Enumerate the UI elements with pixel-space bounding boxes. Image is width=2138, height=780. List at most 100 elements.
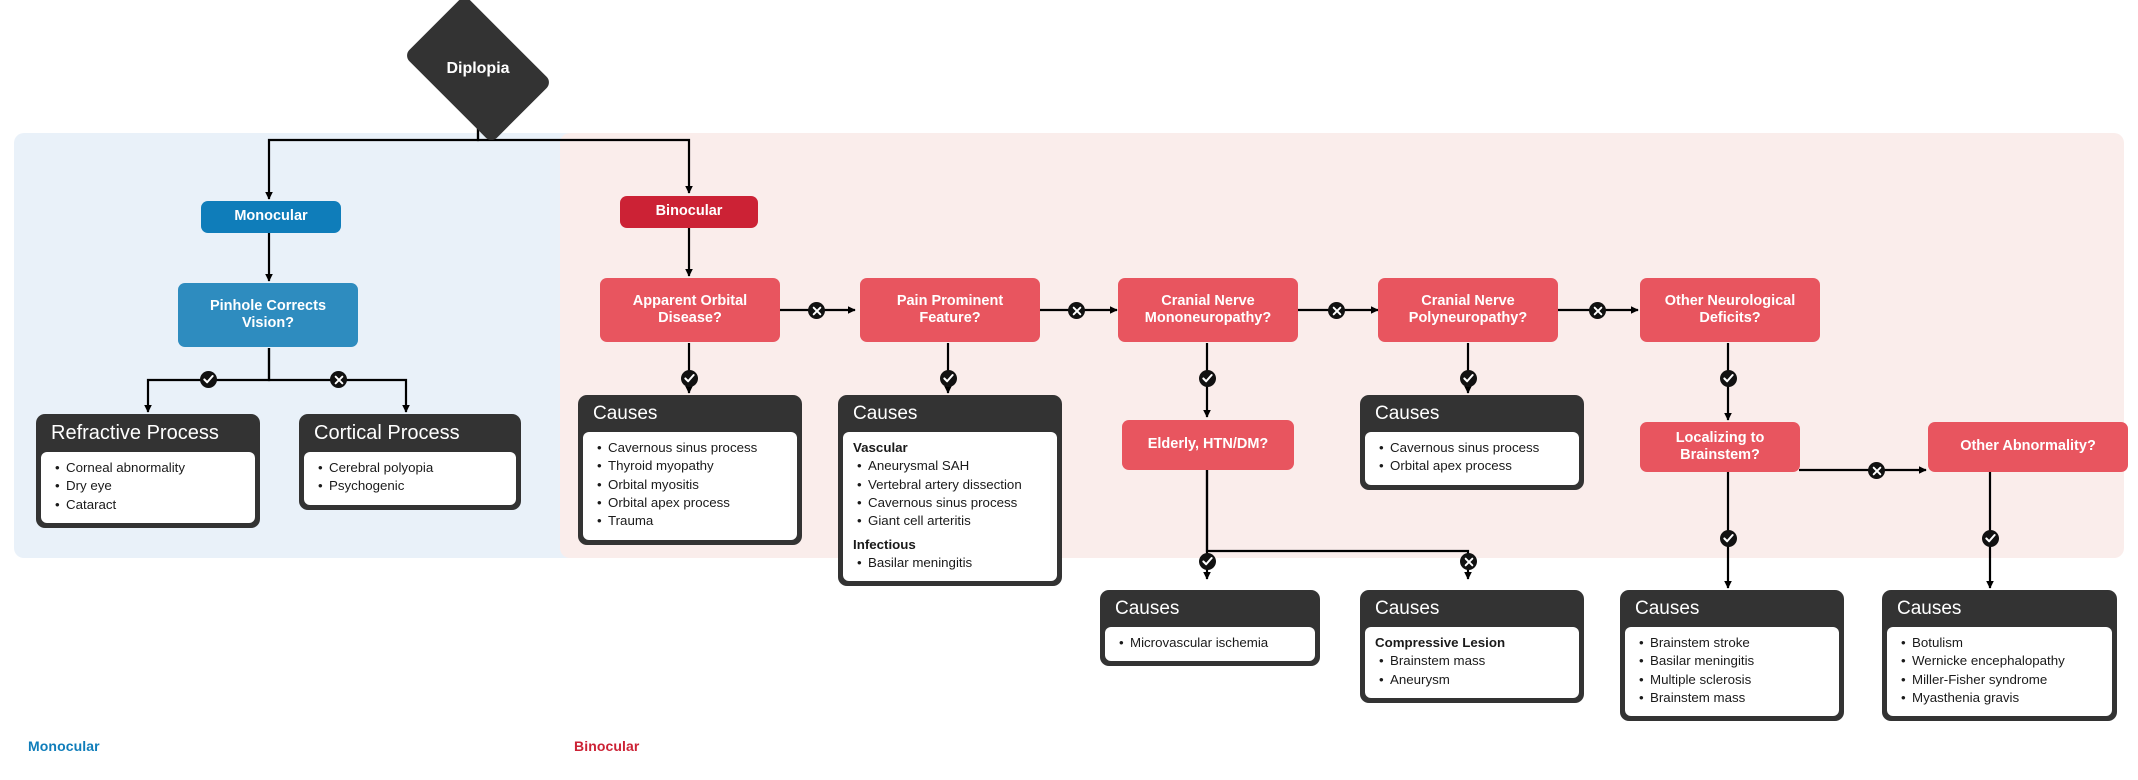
check-icon (1199, 553, 1216, 570)
node-other-abnormality[interactable]: Other Abnormality? (1928, 422, 2128, 472)
cross-icon (1068, 302, 1085, 319)
node-cranial-nerve-polyneuropathy-label: Cranial Nerve Polyneuropathy? (1408, 292, 1528, 326)
card-other-abnormality-causes-body: Botulism Wernicke encephalopathy Miller-… (1887, 626, 2112, 717)
cross-icon (1460, 553, 1477, 570)
check-icon (200, 371, 217, 388)
list-item: Botulism (1901, 634, 2102, 653)
list-item: Trauma (597, 512, 787, 531)
node-cranial-nerve-mononeuropathy-label: Cranial Nerve Mononeuropathy? (1144, 292, 1272, 326)
card-cortical-process-body: Cerebral polyopia Psychogenic (304, 452, 516, 505)
list-item: Aneurysmal SAH (857, 457, 1047, 476)
list: Microvascular ischemia (1115, 634, 1305, 653)
check-icon (1720, 370, 1737, 387)
card-brainstem-causes[interactable]: Causes Brainstem stroke Basilar meningit… (1620, 590, 1844, 722)
check-icon (1720, 530, 1737, 547)
list-item: Miller-Fisher syndrome (1901, 671, 2102, 690)
cross-icon (808, 302, 825, 319)
card-polyneuropathy-causes-body: Cavernous sinus process Orbital apex pro… (1365, 431, 1579, 485)
list: Brainstem stroke Basilar meningitis Mult… (1635, 634, 1829, 708)
node-diplopia-label: Diplopia (446, 60, 510, 77)
node-cranial-nerve-mononeuropathy[interactable]: Cranial Nerve Mononeuropathy? (1118, 278, 1298, 342)
card-other-abnormality-causes[interactable]: Causes Botulism Wernicke encephalopathy … (1882, 590, 2117, 722)
list: Cerebral polyopia Psychogenic (314, 459, 506, 496)
node-other-neurological-deficits-label: Other Neurological Deficits? (1664, 292, 1796, 326)
check-icon (940, 370, 957, 387)
node-apparent-orbital-disease[interactable]: Apparent Orbital Disease? (600, 278, 780, 342)
list-item: Multiple sclerosis (1639, 671, 1829, 690)
card-pain-causes[interactable]: Causes Vascular Aneurysmal SAH Vertebral… (838, 395, 1062, 587)
list-item: Wernicke encephalopathy (1901, 652, 2102, 671)
check-icon (1982, 530, 1999, 547)
card-brainstem-causes-title: Causes (1635, 598, 1700, 619)
card-refractive-process-body: Corneal abnormality Dry eye Cataract (41, 452, 255, 524)
card-orbital-causes-title: Causes (593, 403, 658, 424)
check-icon (1199, 370, 1216, 387)
group-heading: Infectious (853, 536, 916, 552)
list-item: Cerebral polyopia (318, 459, 506, 478)
cross-icon (1868, 462, 1885, 479)
card-pain-causes-title: Causes (853, 403, 918, 424)
card-other-abnormality-causes-title: Causes (1897, 598, 1962, 619)
card-microvascular-causes-title: Causes (1115, 598, 1180, 619)
list-item: Cavernous sinus process (597, 439, 787, 458)
card-microvascular-causes[interactable]: Causes Microvascular ischemia (1100, 590, 1320, 667)
card-cortical-process-title: Cortical Process (314, 422, 460, 444)
card-refractive-process[interactable]: Refractive Process Corneal abnormality D… (36, 414, 260, 529)
list-item: Aneurysm (1379, 671, 1569, 690)
cluster-monocular-label: Monocular (28, 738, 100, 754)
node-localizing-to-brainstem[interactable]: Localizing to Brainstem? (1640, 422, 1800, 472)
check-icon (681, 370, 698, 387)
cross-icon (330, 371, 347, 388)
list: Botulism Wernicke encephalopathy Miller-… (1897, 634, 2102, 708)
card-compressive-causes[interactable]: Causes Compressive Lesion Brainstem mass… (1360, 590, 1584, 703)
node-other-neurological-deficits[interactable]: Other Neurological Deficits? (1640, 278, 1820, 342)
list-item: Corneal abnormality (55, 459, 245, 478)
list: Basilar meningitis (853, 554, 1047, 573)
list-item: Cavernous sinus process (857, 494, 1047, 513)
list-item: Brainstem mass (1379, 652, 1569, 671)
list: Corneal abnormality Dry eye Cataract (51, 459, 245, 514)
list-item: Basilar meningitis (857, 554, 1047, 573)
card-microvascular-causes-body: Microvascular ischemia (1105, 626, 1315, 662)
list-item: Basilar meningitis (1639, 652, 1829, 671)
card-orbital-causes[interactable]: Causes Cavernous sinus process Thyroid m… (578, 395, 802, 545)
card-refractive-process-title: Refractive Process (51, 422, 219, 444)
cluster-binocular-label: Binocular (574, 738, 640, 754)
list-item: Dry eye (55, 477, 245, 496)
node-elderly-htn-dm-label: Elderly, HTN/DM? (1147, 436, 1269, 453)
card-pain-causes-body: Vascular Aneurysmal SAH Vertebral artery… (843, 431, 1057, 582)
cross-icon (1328, 302, 1345, 319)
node-cranial-nerve-polyneuropathy[interactable]: Cranial Nerve Polyneuropathy? (1378, 278, 1558, 342)
node-pain-prominent-feature-label: Pain Prominent Feature? (896, 292, 1004, 326)
list: Brainstem mass Aneurysm (1375, 652, 1569, 689)
list-item: Orbital myositis (597, 476, 787, 495)
node-diplopia[interactable]: Diplopia (403, 0, 553, 144)
card-polyneuropathy-causes-title: Causes (1375, 403, 1440, 424)
list-item: Orbital apex process (597, 494, 787, 513)
node-binocular-label: Binocular (655, 203, 723, 220)
list-item: Vertebral artery dissection (857, 476, 1047, 495)
list-item: Giant cell arteritis (857, 512, 1047, 531)
list: Aneurysmal SAH Vertebral artery dissecti… (853, 457, 1047, 531)
card-compressive-causes-title: Causes (1375, 598, 1440, 619)
card-polyneuropathy-causes[interactable]: Causes Cavernous sinus process Orbital a… (1360, 395, 1584, 490)
check-icon (1460, 370, 1477, 387)
node-elderly-htn-dm[interactable]: Elderly, HTN/DM? (1122, 420, 1294, 470)
group-heading: Vascular (853, 439, 908, 455)
node-pinhole-corrects-vision-label: Pinhole Corrects Vision? (209, 297, 327, 331)
list-item: Psychogenic (318, 477, 506, 496)
node-pinhole-corrects-vision[interactable]: Pinhole Corrects Vision? (178, 283, 358, 347)
list-item: Brainstem mass (1639, 689, 1829, 708)
group-heading: Compressive Lesion (1375, 634, 1506, 650)
list-item: Brainstem stroke (1639, 634, 1829, 653)
list-item: Cavernous sinus process (1379, 439, 1569, 458)
card-cortical-process[interactable]: Cortical Process Cerebral polyopia Psych… (299, 414, 521, 510)
node-monocular-label: Monocular (234, 208, 308, 225)
list: Cavernous sinus process Thyroid myopathy… (593, 439, 787, 531)
node-monocular[interactable]: Monocular (201, 201, 341, 233)
node-binocular[interactable]: Binocular (620, 196, 758, 228)
list-item: Thyroid myopathy (597, 457, 787, 476)
card-brainstem-causes-body: Brainstem stroke Basilar meningitis Mult… (1625, 626, 1839, 717)
node-pain-prominent-feature[interactable]: Pain Prominent Feature? (860, 278, 1040, 342)
